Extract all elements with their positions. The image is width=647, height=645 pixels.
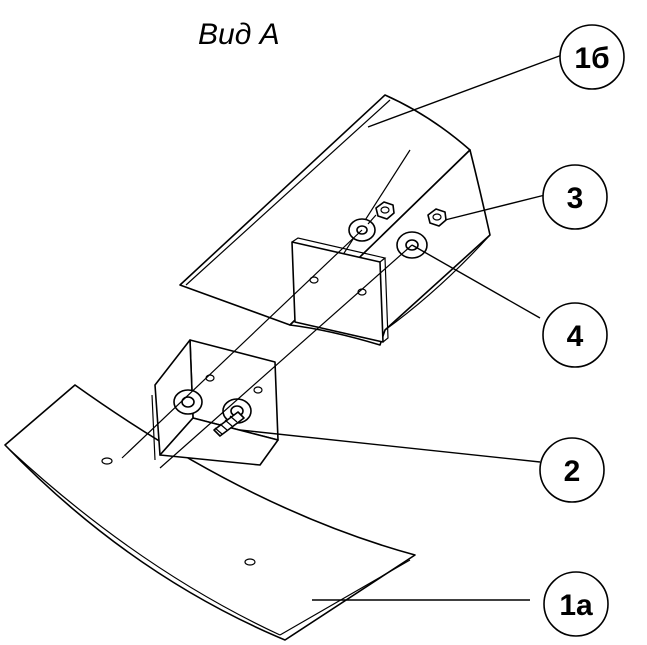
view-title: Вид А — [198, 18, 280, 51]
leader-2 — [239, 429, 541, 463]
callout-3-label: 3 — [567, 182, 584, 215]
callout-1b: 1б — [559, 24, 625, 90]
callout-1a: 1а — [543, 571, 609, 637]
callout-2: 2 — [539, 437, 605, 503]
callout-3: 3 — [542, 164, 608, 230]
callout-4: 4 — [542, 302, 608, 368]
assembly-axis-lines — [121, 229, 413, 469]
callout-2-label: 2 — [564, 455, 581, 488]
lower-bolts — [173, 389, 252, 437]
lower-bracket — [151, 339, 279, 466]
callout-4-label: 4 — [567, 320, 584, 353]
callout-1b-label: 1б — [574, 42, 609, 75]
callout-1a-label: 1а — [559, 589, 593, 622]
leader-1b — [367, 54, 563, 128]
leader-4 — [411, 244, 541, 319]
leader-3 — [444, 194, 546, 221]
